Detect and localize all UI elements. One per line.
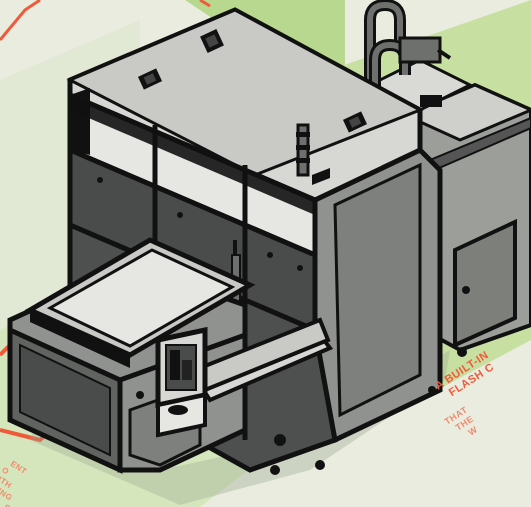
- callout-leader-top: [0, 0, 41, 41]
- sliding-tray: [7, 237, 256, 474]
- tray-glass: [46, 248, 236, 348]
- callout-left-sub-5: S: [2, 502, 12, 507]
- signal-tower: [296, 123, 330, 185]
- side-cabinet-door: [453, 218, 517, 349]
- callout-leader-top-right: [199, 0, 211, 8]
- control-terminal: [155, 317, 334, 438]
- terminal-keyboard: [156, 392, 207, 438]
- callout-left-sub-2: O: [0, 465, 11, 476]
